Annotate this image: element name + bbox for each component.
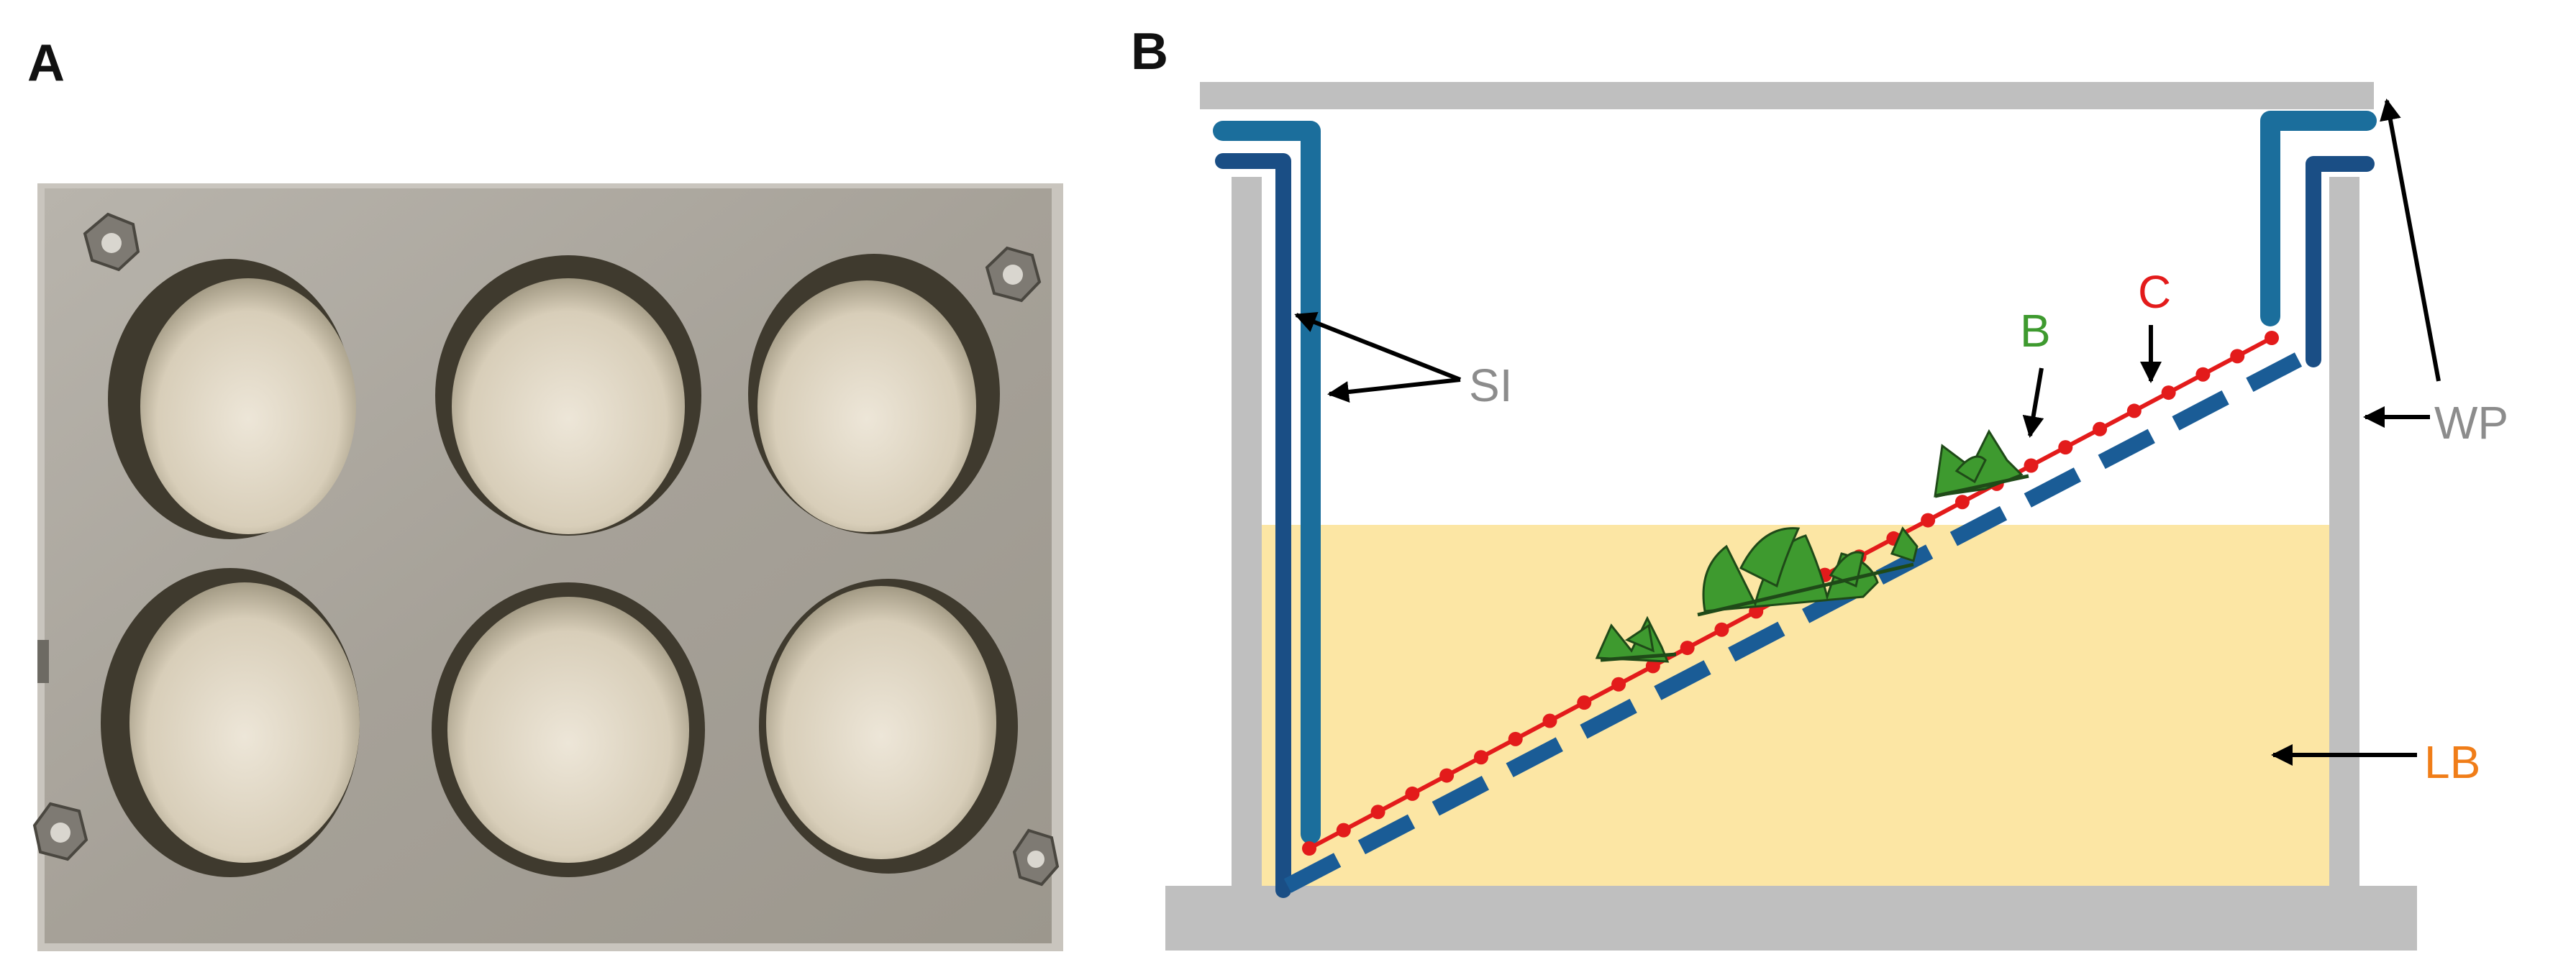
label-lb: LB xyxy=(2424,736,2480,788)
carrier-dot xyxy=(1611,677,1626,692)
label-wp: WP xyxy=(2434,397,2508,449)
carrier-dot xyxy=(1370,805,1385,820)
plate-photo xyxy=(32,183,1063,951)
well xyxy=(759,579,1018,874)
well xyxy=(748,254,1000,534)
carrier-dot xyxy=(2126,403,2142,418)
carrier-dot xyxy=(2058,440,2073,455)
well-plate xyxy=(1165,82,2417,951)
carrier-dot xyxy=(1439,768,1455,783)
carrier-dot xyxy=(1302,841,1316,856)
panel-b: B xyxy=(1131,23,2508,951)
panel-a: A xyxy=(27,35,1063,951)
leaf-cluster-icon xyxy=(1595,429,2029,663)
well xyxy=(108,259,356,539)
carrier-dot xyxy=(2093,421,2108,436)
carrier-dot xyxy=(1714,622,1729,637)
carrier-dot xyxy=(1921,513,1936,528)
panel-a-letter: A xyxy=(27,35,65,92)
sample-insert-right xyxy=(2260,111,2377,367)
right-wall xyxy=(2329,177,2359,905)
carrier-dot xyxy=(1508,731,1523,746)
left-wall xyxy=(1232,177,1262,905)
well xyxy=(101,568,360,877)
bolt xyxy=(985,246,1042,303)
bolt xyxy=(32,802,88,861)
carrier-dot xyxy=(2024,458,2039,473)
edge-clip xyxy=(37,640,49,683)
label-b: B xyxy=(2020,305,2051,357)
bolt xyxy=(83,212,140,272)
carrier-dot xyxy=(1542,713,1557,728)
carrier-dot xyxy=(1336,823,1351,838)
sample-insert-left xyxy=(1213,121,1321,898)
carrier-dot xyxy=(2230,349,2245,364)
carrier-dot xyxy=(1680,641,1695,656)
well-plate-base xyxy=(1165,886,2417,951)
carrier-dot xyxy=(1405,786,1420,801)
carrier-dot xyxy=(1473,750,1488,765)
well xyxy=(432,582,705,877)
carrier-dot xyxy=(1577,695,1592,710)
carrier-dot xyxy=(2265,331,2279,345)
carrier-dot xyxy=(1954,495,1970,510)
label-c: C xyxy=(2138,266,2171,318)
carrier-dot xyxy=(1645,659,1660,674)
carrier-dot xyxy=(2161,385,2176,400)
bolt xyxy=(1012,828,1060,887)
carrier-dot xyxy=(2195,367,2211,382)
well-plate-lid xyxy=(1200,82,2374,109)
arrow-icon xyxy=(1294,99,2441,766)
dashed-support-line xyxy=(1283,352,2303,893)
panel-b-letter: B xyxy=(1131,23,1168,81)
well xyxy=(435,255,701,536)
label-si: SI xyxy=(1469,360,1512,411)
